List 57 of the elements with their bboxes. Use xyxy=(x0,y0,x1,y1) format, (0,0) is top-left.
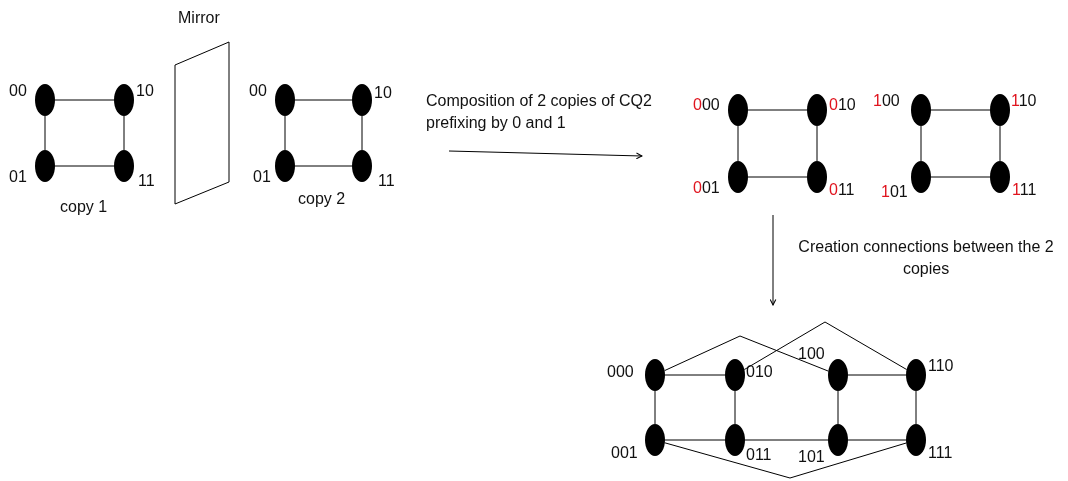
step-note: Creation connections between the 2 copies xyxy=(797,237,1055,279)
edge-line xyxy=(816,125,818,162)
edge-line xyxy=(44,115,46,151)
edge-line xyxy=(837,390,839,425)
vertex-label: 101 xyxy=(798,448,825,466)
vertex-label: 010 xyxy=(829,96,856,114)
copy-caption: copy 2 xyxy=(298,190,346,208)
edge-line xyxy=(664,439,726,441)
vertex-label: 000 xyxy=(693,96,720,114)
vertex-label: 100 xyxy=(798,345,825,363)
vertex-label: 11 xyxy=(378,172,395,190)
edge-line xyxy=(930,176,991,178)
edge-line xyxy=(744,439,829,441)
edge-line xyxy=(999,125,1001,162)
vertex-label: 10 xyxy=(136,82,154,100)
vertex-label: 110 xyxy=(1011,92,1037,110)
edge-line xyxy=(737,125,739,162)
vertex-label: 111 xyxy=(1012,181,1037,199)
vertex-label: 11 xyxy=(138,172,155,190)
edge-line xyxy=(123,115,125,151)
step-note: Composition of 2 copies of CQ2 prefixing by 0 and 1 xyxy=(426,91,653,133)
vertex-label: 011 xyxy=(829,181,855,199)
edge-line xyxy=(294,99,353,101)
edge-line xyxy=(847,439,907,441)
edge-line xyxy=(930,109,991,111)
edge-line xyxy=(847,374,907,376)
vertex-label: 01 xyxy=(9,168,27,186)
edge-line xyxy=(734,390,736,425)
vertex-label: 01 xyxy=(253,168,271,186)
vertex-label: 001 xyxy=(611,444,638,462)
vertex-label: 010 xyxy=(746,363,773,381)
edge-line xyxy=(747,109,808,111)
vertex-label: 100 xyxy=(873,92,900,110)
edge-line xyxy=(915,390,917,425)
vertex-label: 110 xyxy=(928,357,954,375)
vertex-label: 00 xyxy=(249,82,267,100)
edge-line xyxy=(664,374,726,376)
edge-line xyxy=(747,176,808,178)
edge-line xyxy=(54,99,115,101)
vertex-label: 011 xyxy=(746,446,772,464)
mirror-label: Mirror xyxy=(178,9,220,27)
vertex-label: 000 xyxy=(607,363,634,381)
edge-line xyxy=(294,165,353,167)
edge-line xyxy=(54,165,115,167)
edge-line xyxy=(664,335,829,372)
edge-line xyxy=(361,115,363,151)
vertex-label: 001 xyxy=(693,179,720,197)
vertex-label: 101 xyxy=(881,183,908,201)
edge-line xyxy=(920,125,922,162)
edge-line xyxy=(743,321,908,370)
copy-caption: copy 1 xyxy=(60,198,108,216)
vertex-label: 111 xyxy=(928,444,953,462)
edge-line xyxy=(654,390,656,425)
vertex-label: 00 xyxy=(9,82,27,100)
edge-line xyxy=(284,115,286,151)
edge-line xyxy=(664,442,907,479)
vertex-label: 10 xyxy=(374,84,392,102)
